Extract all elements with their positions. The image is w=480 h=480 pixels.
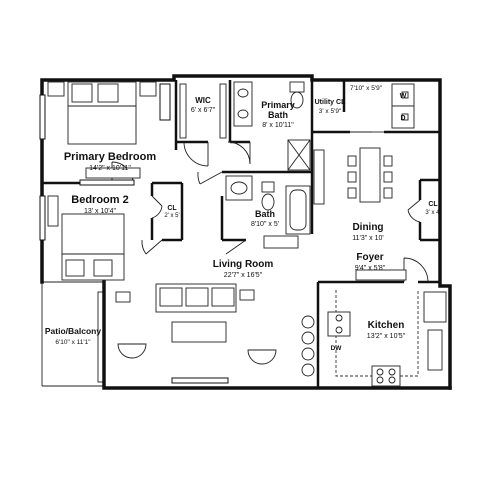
primary-bath-size: 8' x 10'11": [262, 122, 294, 129]
bedroom2-bed: [47, 195, 125, 281]
exterior-walls: [40, 74, 452, 390]
wic-size: 6' x 6'7": [191, 107, 216, 114]
living-furniture: [115, 283, 277, 365]
kitchen-size: 13'2" x 10'5": [367, 333, 406, 340]
utility-upper-size: 7'10" x 5'9": [350, 85, 383, 92]
utility-cl-name: Utility CL: [315, 99, 346, 106]
primary-bedroom-name: Primary Bedroom: [64, 151, 157, 163]
closet-small-size: 2' x 5': [164, 213, 179, 219]
dryer-label: D: [400, 115, 405, 122]
foyer-rug: [313, 149, 407, 281]
wic-shelves: [179, 83, 227, 139]
laundry: [391, 83, 415, 129]
bedroom2-name: Bedroom 2: [71, 194, 128, 206]
dining-set: [347, 147, 393, 203]
dining-name: Dining: [352, 222, 383, 233]
primary-bath-name: Bath: [268, 110, 288, 120]
windows: [39, 83, 229, 384]
bath-size: 8'10" x 5': [251, 221, 279, 228]
living-room-size: 22'7" x 16'5": [224, 272, 263, 279]
closet-foyer-name: CL: [428, 201, 438, 208]
patio-name: Patio/Balcony: [45, 326, 101, 336]
closet-foyer-size: 3' x 4': [425, 210, 440, 216]
patio-size: 6'10" x 11'1": [55, 339, 91, 346]
primary-bed: [47, 81, 157, 179]
primary-bath-fixtures: [233, 81, 311, 171]
primary-bedroom-size: 14'2" x 10'11": [89, 165, 131, 172]
bedroom2-size: 13' x 10'4": [84, 208, 117, 215]
bath-fixtures: [225, 175, 311, 249]
utility-cl-size: 3' x 5'9": [319, 108, 342, 115]
dishwasher-label: DW: [331, 345, 343, 352]
kitchen-name: Kitchen: [368, 320, 405, 331]
wic-name: WIC: [195, 96, 211, 105]
interior-walls: [42, 80, 440, 388]
foyer-name: Foyer: [356, 252, 383, 263]
bath-name: Bath: [255, 209, 275, 219]
washer-label: W: [400, 93, 407, 100]
patio-area: [41, 281, 105, 387]
dining-size: 11'3" x 10': [352, 235, 384, 242]
room-labels: Primary Bedroom 14'2" x 10'11" WIC 6' x …: [45, 85, 441, 352]
primary-bath-name-line1: Primary: [261, 100, 295, 110]
kitchen-fixtures: [301, 290, 447, 387]
closet-small-name: CL: [167, 205, 177, 212]
living-room-name: Living Room: [213, 259, 274, 270]
foyer-size: 9'4" x 5'8": [355, 265, 386, 272]
